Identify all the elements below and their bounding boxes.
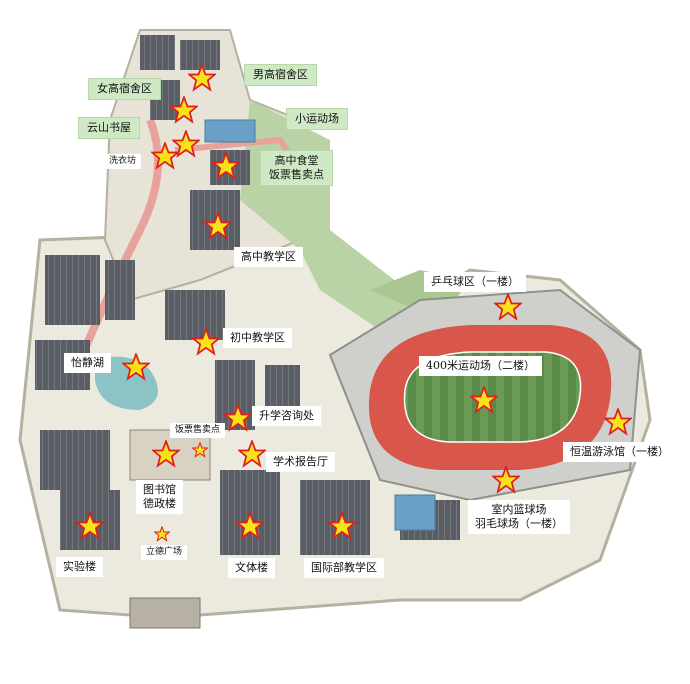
label-laundry: 洗衣坊 (104, 154, 142, 170)
label-library-line2: 德政楼 (143, 496, 176, 510)
star-marker-icon[interactable] (76, 512, 104, 540)
star-marker-icon[interactable] (328, 512, 356, 540)
label-pingpong: 乒乓球区（一楼） (424, 272, 526, 292)
building-west-4 (40, 430, 110, 490)
label-intl-dept: 国际部教学区 (304, 558, 384, 578)
label-ms-teaching: 初中教学区 (223, 328, 292, 348)
label-small-field: 小运动场 (286, 108, 348, 130)
label-admissions: 升学咨询处 (252, 406, 321, 426)
star-marker-icon[interactable] (122, 353, 150, 381)
label-library: 图书馆 德政楼 (136, 480, 183, 514)
label-lecture-hall: 学术报告厅 (266, 452, 335, 472)
label-library-line1: 图书馆 (143, 483, 176, 496)
label-yunshan: 云山书屋 (78, 117, 140, 139)
building-intl (300, 480, 370, 555)
star-marker-icon[interactable] (204, 212, 232, 240)
label-badminton: 羽毛球场（一楼） (475, 516, 563, 530)
label-girls-dorm: 女高宿舍区 (88, 78, 161, 100)
building-west-1 (45, 255, 100, 325)
label-swimming: 恒温游泳馆（一楼） (563, 442, 676, 462)
label-gyms: 室内篮球场 羽毛球场（一楼） (468, 500, 570, 534)
label-track: 400米运动场（二楼） (419, 356, 542, 376)
label-lab: 实验楼 (56, 557, 103, 577)
star-marker-icon[interactable] (236, 512, 264, 540)
star-marker-icon[interactable] (154, 526, 170, 542)
star-marker-icon[interactable] (152, 440, 180, 468)
label-yijing-lake: 怡静湖 (64, 353, 111, 373)
tennis-court (394, 494, 436, 531)
star-marker-icon[interactable] (172, 130, 200, 158)
star-marker-icon[interactable] (188, 64, 216, 92)
star-marker-icon[interactable] (192, 328, 220, 356)
label-hs-canteen-line2: 饭票售卖点 (269, 167, 324, 181)
star-marker-icon[interactable] (224, 404, 252, 432)
star-marker-icon[interactable] (212, 152, 240, 180)
label-meal-tickets-2: 饭票售卖点 (170, 423, 226, 439)
star-marker-icon[interactable] (604, 408, 632, 436)
star-marker-icon[interactable] (192, 442, 208, 458)
star-marker-icon[interactable] (470, 386, 498, 414)
label-hs-teaching: 高中教学区 (234, 247, 303, 267)
star-marker-icon[interactable] (494, 293, 522, 321)
star-marker-icon[interactable] (492, 466, 520, 494)
label-arts-sports: 文体楼 (228, 558, 275, 578)
label-hs-canteen-line1: 高中食堂 (274, 154, 319, 167)
small-court (204, 119, 256, 143)
building-ms-teaching (165, 290, 225, 340)
label-basketball: 室内篮球场 (491, 503, 547, 516)
building-dorm-1 (140, 35, 175, 70)
star-marker-icon[interactable] (238, 440, 266, 468)
building-west-2 (105, 260, 135, 320)
label-lide-square: 立德广场 (141, 545, 188, 561)
star-marker-icon[interactable] (151, 142, 179, 170)
label-hs-canteen: 高中食堂 饭票售卖点 (260, 150, 333, 186)
star-marker-icon[interactable] (170, 96, 198, 124)
gate (129, 597, 201, 629)
label-boys-dorm: 男高宿舍区 (244, 64, 317, 86)
building-dorm-2 (180, 40, 220, 70)
